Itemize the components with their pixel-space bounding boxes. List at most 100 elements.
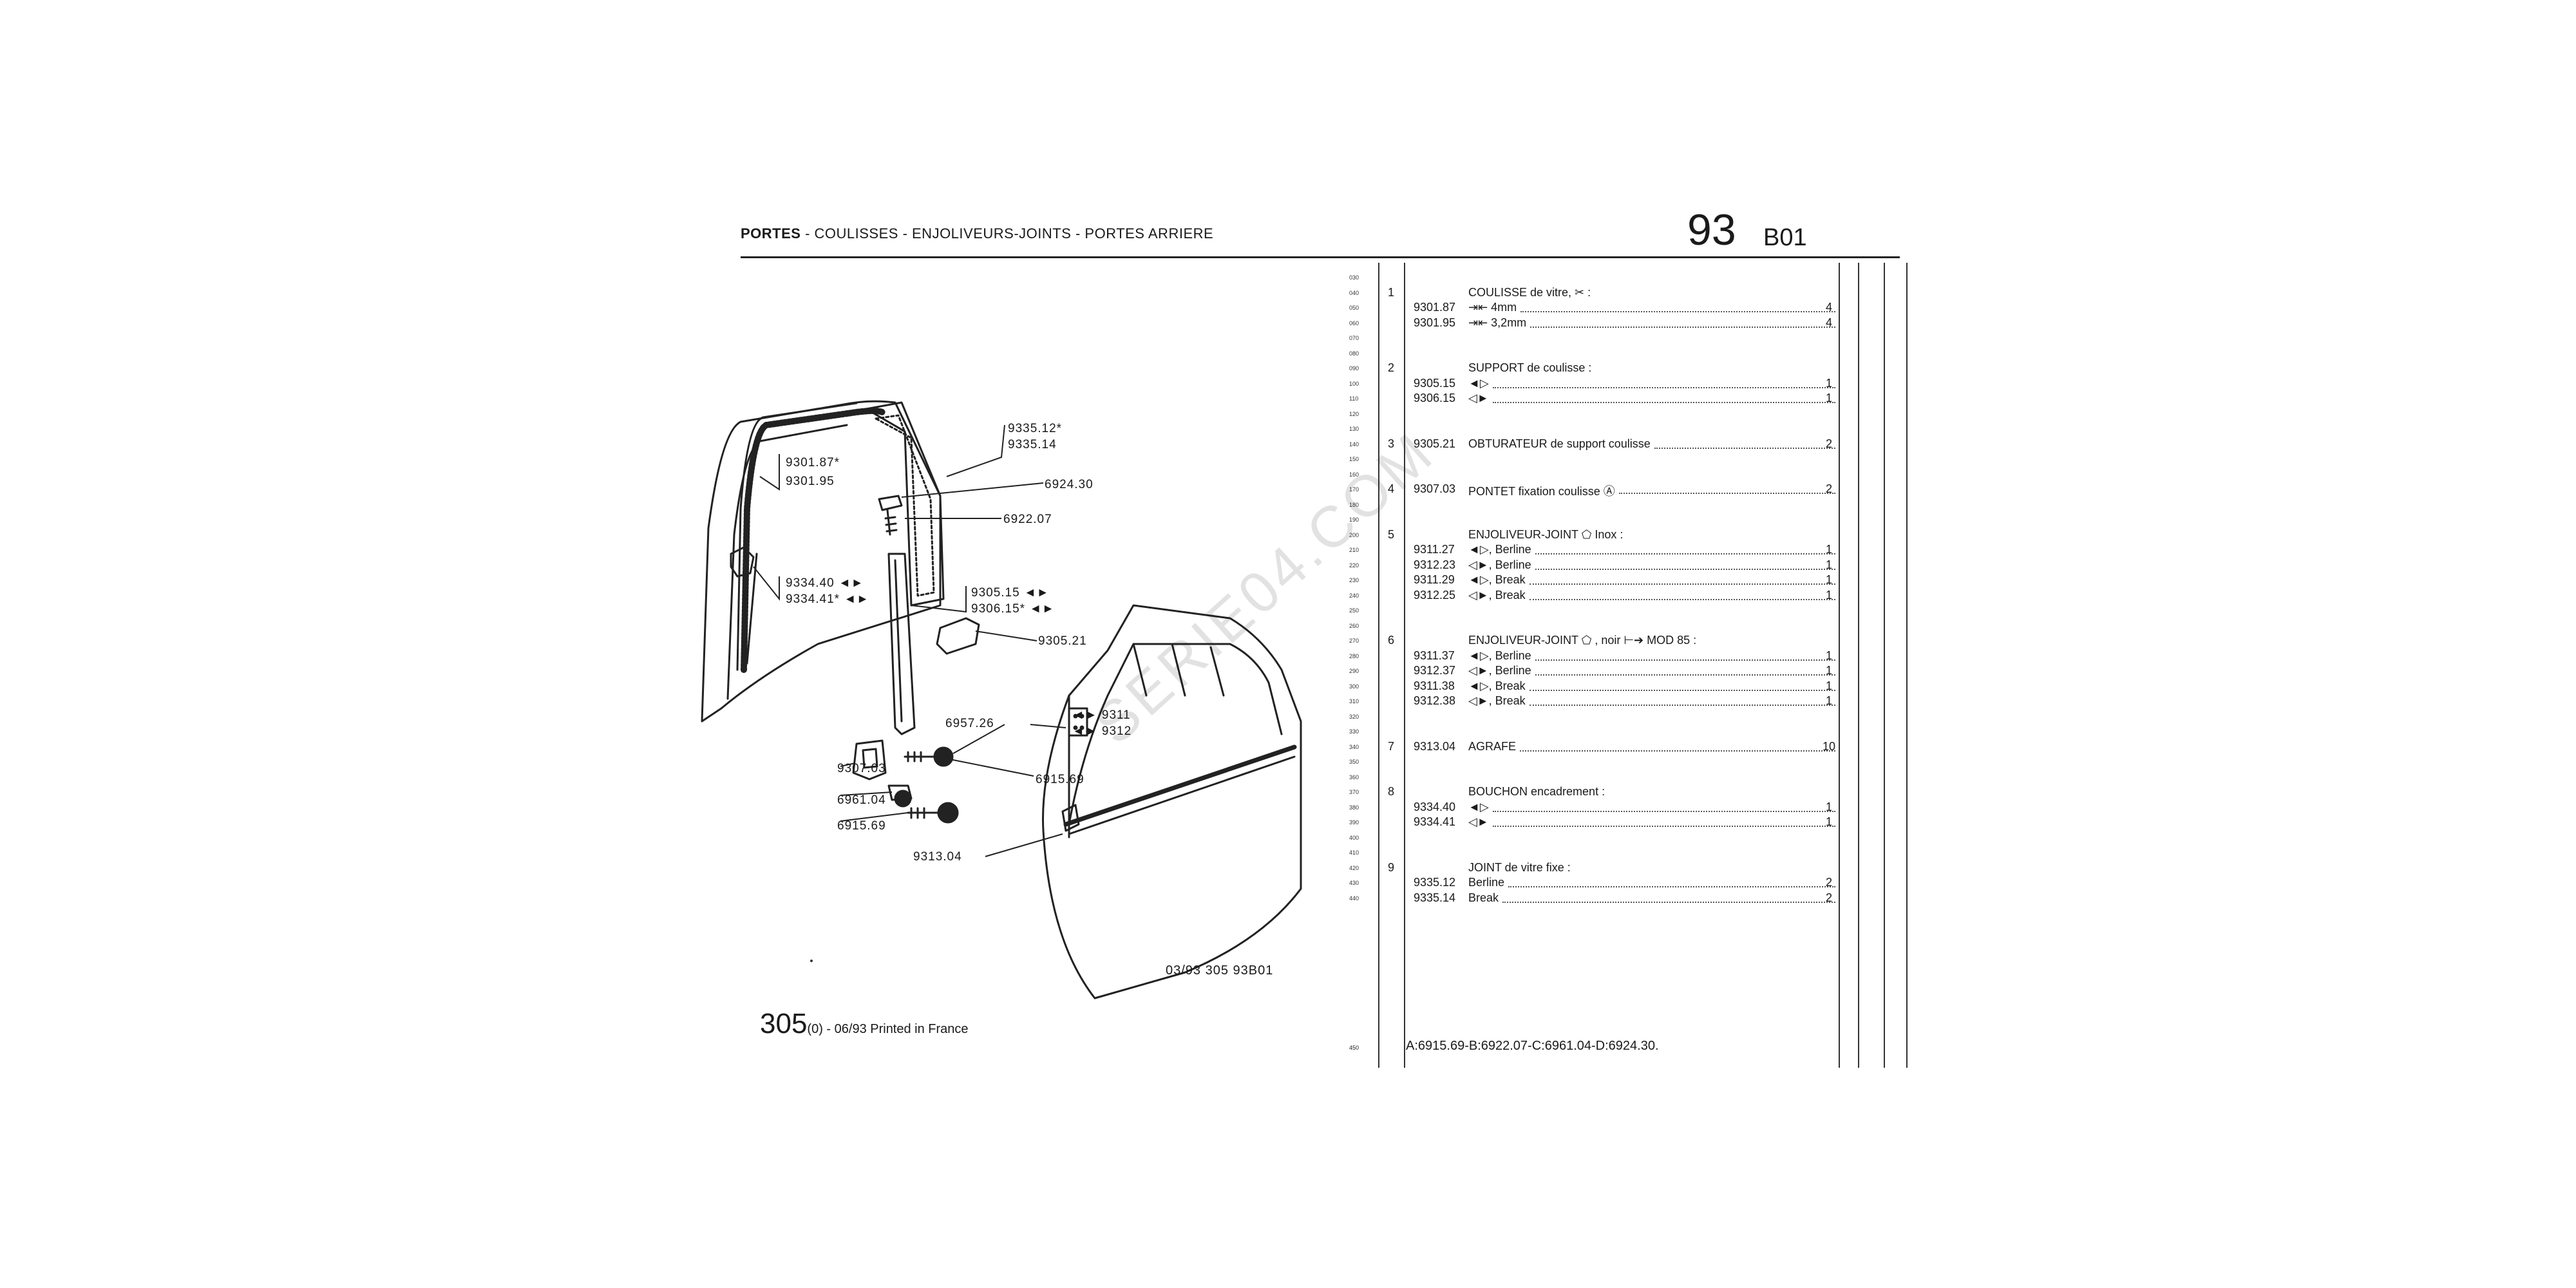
front-door-outline — [701, 400, 942, 723]
item-number: 4 — [1388, 482, 1395, 495]
callout-6924-30: 6924.30 — [1045, 478, 1094, 491]
line-number: 220 — [1349, 562, 1359, 569]
part-description: ◄▷, Break — [1468, 679, 1526, 692]
line-row: 320 — [1349, 710, 1993, 725]
callout-6915-69-b: 6915.69 — [837, 819, 886, 833]
callout-9335-12: 9335.12* — [1008, 422, 1063, 435]
seal-channel — [741, 408, 886, 673]
item-number: 8 — [1388, 785, 1395, 798]
line-number: 250 — [1349, 607, 1359, 614]
line-row: 380 9334.40 ◄▷ 1 — [1349, 800, 1993, 816]
callout-9301-87: 9301.87* — [786, 456, 840, 469]
part-description: ENJOLIVEUR-JOINT ⬠ , noir ⊢➔ MOD 85 : — [1468, 634, 1697, 647]
part-description: AGRAFE — [1468, 739, 1517, 753]
table-line-6 — [1906, 263, 1908, 1068]
line-number: 130 — [1349, 426, 1359, 432]
part-quantity: 1 — [1825, 588, 1832, 601]
line-number: 100 — [1349, 380, 1359, 387]
page-title-rest: - COULISSES - ENJOLIVEURS-JOINTS - PORTE… — [800, 225, 1214, 242]
line-number: 140 — [1349, 440, 1359, 448]
callout-9311: ◄► 9311 — [1072, 708, 1131, 722]
leader-dots — [1530, 326, 1835, 328]
line-row: 400 — [1349, 831, 1993, 846]
part-description: ◁► — [1468, 815, 1489, 828]
line-number-last: 450 — [1349, 1045, 1359, 1051]
dot-mark — [810, 960, 813, 962]
line-number: 200 — [1349, 531, 1359, 538]
item-number: 7 — [1388, 739, 1395, 753]
leader-dots — [1493, 826, 1835, 827]
header-rule — [741, 256, 1900, 258]
part-reference: 9312.25 — [1414, 588, 1456, 601]
part-description: ◁► — [1468, 392, 1489, 404]
item-number: 2 — [1388, 361, 1395, 374]
part-description: ◄▷ — [1468, 800, 1489, 813]
item-number: 6 — [1388, 634, 1395, 647]
bracket-9307 — [852, 739, 887, 781]
part-reference: 9305.21 — [1414, 437, 1456, 450]
part-description: OBTURATEUR de support coulisse — [1468, 437, 1651, 450]
line-row: 330 — [1349, 724, 1993, 740]
part-reference: 9334.40 — [1414, 800, 1456, 813]
leader-dots — [1502, 901, 1835, 903]
part-quantity: 1 — [1825, 649, 1832, 662]
callout-9301-95: 9301.95 — [786, 475, 835, 488]
part-description: COULISSE de vitre, ✂ : — [1468, 285, 1591, 299]
part-description: JOINT de vitre fixe : — [1468, 860, 1571, 874]
part-description: ⇥⇤ 3,2mm — [1468, 316, 1527, 329]
page-title: PORTES - COULISSES - ENJOLIVEURS-JOINTS … — [741, 225, 1213, 242]
part-quantity: 4 — [1825, 301, 1832, 314]
part-reference: 9311.37 — [1414, 649, 1455, 662]
part-quantity: 2 — [1825, 482, 1832, 495]
part-description: SUPPORT de coulisse : — [1468, 361, 1592, 374]
obturator — [936, 617, 980, 655]
rear-door-outline — [1042, 604, 1302, 999]
part-reference: 9301.87 — [1414, 301, 1456, 314]
callout-6922-07: 6922.07 — [1003, 513, 1052, 526]
plug-9334 — [730, 546, 755, 578]
line-row: 150 — [1349, 452, 1993, 468]
callout-9305-21: 9305.21 — [1038, 634, 1087, 648]
part-reference: 9312.37 — [1414, 664, 1456, 677]
part-quantity: 1 — [1825, 800, 1832, 813]
part-description: ◄▷ — [1468, 376, 1489, 390]
part-description: ◄▷, Berline — [1468, 543, 1531, 556]
part-description: ◁►, Break — [1468, 694, 1526, 707]
part-quantity: 10 — [1823, 739, 1836, 753]
line-number: 170 — [1349, 486, 1359, 493]
part-reference: 9311.27 — [1414, 543, 1455, 556]
part-description: ◁►, Break — [1468, 588, 1526, 601]
leader-dots — [1520, 750, 1835, 752]
line-number: 380 — [1349, 804, 1359, 811]
line-number: 180 — [1349, 501, 1359, 508]
parts-diagram — [701, 400, 1302, 999]
part-reference: 9334.41 — [1414, 815, 1456, 828]
leader-lines — [753, 424, 1066, 857]
line-row: 360 — [1349, 770, 1993, 786]
section-number: 93 — [1687, 205, 1736, 254]
leader-dots — [1493, 402, 1835, 403]
part-reference: 9312.38 — [1414, 694, 1456, 707]
leader-dots — [1530, 705, 1835, 706]
part-description: ◄▷, Berline — [1468, 649, 1531, 662]
part-quantity: 1 — [1825, 679, 1832, 692]
line-row: 070 — [1349, 331, 1993, 346]
line-row: 350 — [1349, 755, 1993, 770]
leader-dots — [1493, 386, 1835, 388]
leader-dots — [1530, 583, 1835, 585]
item-number: 9 — [1388, 860, 1395, 874]
part-quantity: 1 — [1825, 376, 1832, 390]
part-quantity: 2 — [1825, 437, 1832, 450]
line-number: 090 — [1349, 365, 1359, 372]
item-number: 5 — [1388, 527, 1395, 541]
line-number: 360 — [1349, 773, 1359, 781]
